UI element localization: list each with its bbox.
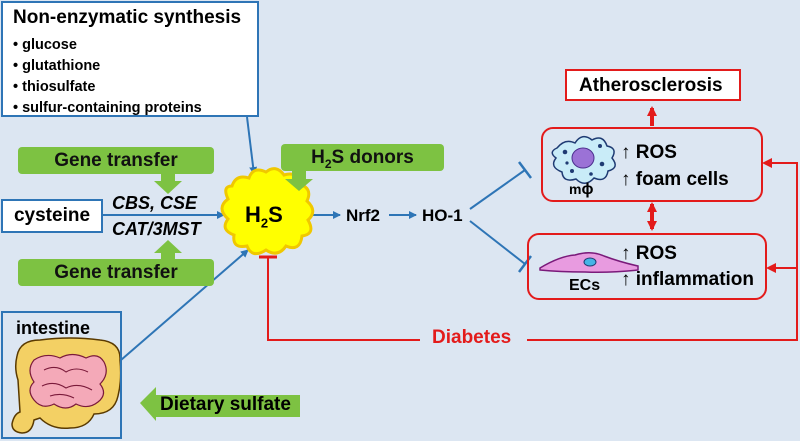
diabetes-line-right (527, 158, 798, 341)
green-arrow-bottom (154, 240, 182, 260)
nonenzymatic-box: Non-enzymatic synthesis glucose glutathi… (1, 1, 259, 117)
h2s-donors-h: H (311, 147, 325, 168)
gene-transfer-top-label: Gene transfer (18, 147, 214, 174)
ho1-label: HO-1 (422, 206, 463, 225)
h2s-rest: S (268, 202, 283, 227)
macrophage-box: mϕ ↑ ROS ↑ foam cells (541, 127, 763, 202)
enzymes-line2: CAT/3MST (112, 219, 201, 239)
list-item: sulfur-containing proteins (13, 98, 202, 119)
list-item: glucose (13, 35, 202, 56)
macrophage-effect-foam: ↑ foam cells (621, 169, 729, 190)
h2s-burst (220, 167, 315, 256)
dietary-sulfate-arrow (140, 387, 300, 421)
ecs-label: ECs (569, 277, 601, 294)
arrow-nonenzymatic-to-h2s (246, 116, 258, 175)
green-arrow-top (154, 172, 182, 194)
intestine-box: intestine (1, 311, 122, 439)
ecs-effect-inflammation: ↑ inflammation (621, 269, 755, 290)
atherosclerosis-label: Atherosclerosis (579, 75, 723, 96)
ecs-effect-ros: ↑ ROS (621, 243, 677, 264)
green-arrow-donors (285, 170, 313, 191)
macrophage-m: m (569, 181, 582, 197)
inhibit-ho1-to-macrophage (469, 169, 526, 210)
h2s-donors-sub: 2 (324, 156, 332, 171)
arrow-intestine-to-h2s (120, 249, 249, 361)
intestine-label: intestine (16, 318, 91, 338)
cysteine-box: cysteine (1, 199, 103, 233)
diabetes-inhibit-h2s (267, 257, 420, 341)
inhibit-ho1-to-ecs (469, 220, 526, 265)
list-item: glutathione (13, 56, 202, 77)
h2s-main: H (245, 202, 261, 227)
nrf2-label: Nrf2 (346, 206, 381, 225)
intestine-icon (11, 337, 122, 434)
macrophage-phi: ϕ (581, 181, 594, 198)
nonenzymatic-list: glucose glutathione thiosulfate sulfur-c… (13, 35, 202, 119)
h2s-donors-label: H2S donors (281, 144, 444, 171)
ecs-box: ECs ↑ ROS ↑ inflammation (527, 233, 767, 300)
h2s-label: H2S (245, 202, 283, 230)
macrophage-icon (551, 135, 616, 184)
enzymes-line1: CBS, CSE (112, 193, 198, 213)
diabetes-label: Diabetes (428, 327, 516, 349)
h2s-sub: 2 (260, 215, 269, 231)
dietary-sulfate-label: Dietary sulfate (160, 394, 291, 415)
endothelial-cell-icon (539, 252, 639, 273)
cysteine-label: cysteine (13, 205, 91, 226)
h2s-donors-rest: S donors (331, 147, 414, 168)
macrophage-label: mϕ (569, 181, 593, 199)
gene-transfer-bottom-label: Gene transfer (18, 259, 214, 286)
nonenzymatic-title: Non-enzymatic synthesis (13, 7, 242, 28)
macrophage-effect-ros: ↑ ROS (621, 142, 677, 163)
atherosclerosis-box: Atherosclerosis (565, 69, 741, 101)
list-item: thiosulfate (13, 77, 202, 98)
